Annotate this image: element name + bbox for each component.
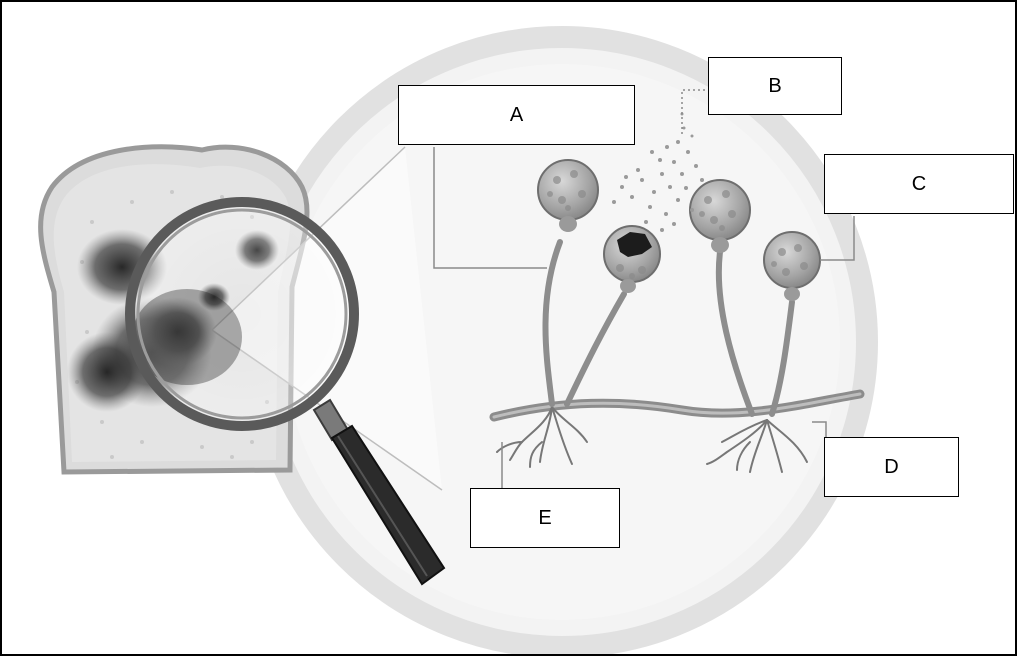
label-box-b[interactable]: B [708, 57, 842, 115]
label-b: B [768, 75, 781, 98]
label-e: E [538, 507, 551, 530]
label-c: C [912, 173, 926, 196]
label-d: D [884, 456, 898, 479]
label-a: A [510, 104, 523, 127]
label-box-c[interactable]: C [824, 154, 1014, 214]
label-box-e[interactable]: E [470, 488, 620, 548]
label-box-a[interactable]: A [398, 85, 635, 145]
label-box-d[interactable]: D [824, 437, 959, 497]
